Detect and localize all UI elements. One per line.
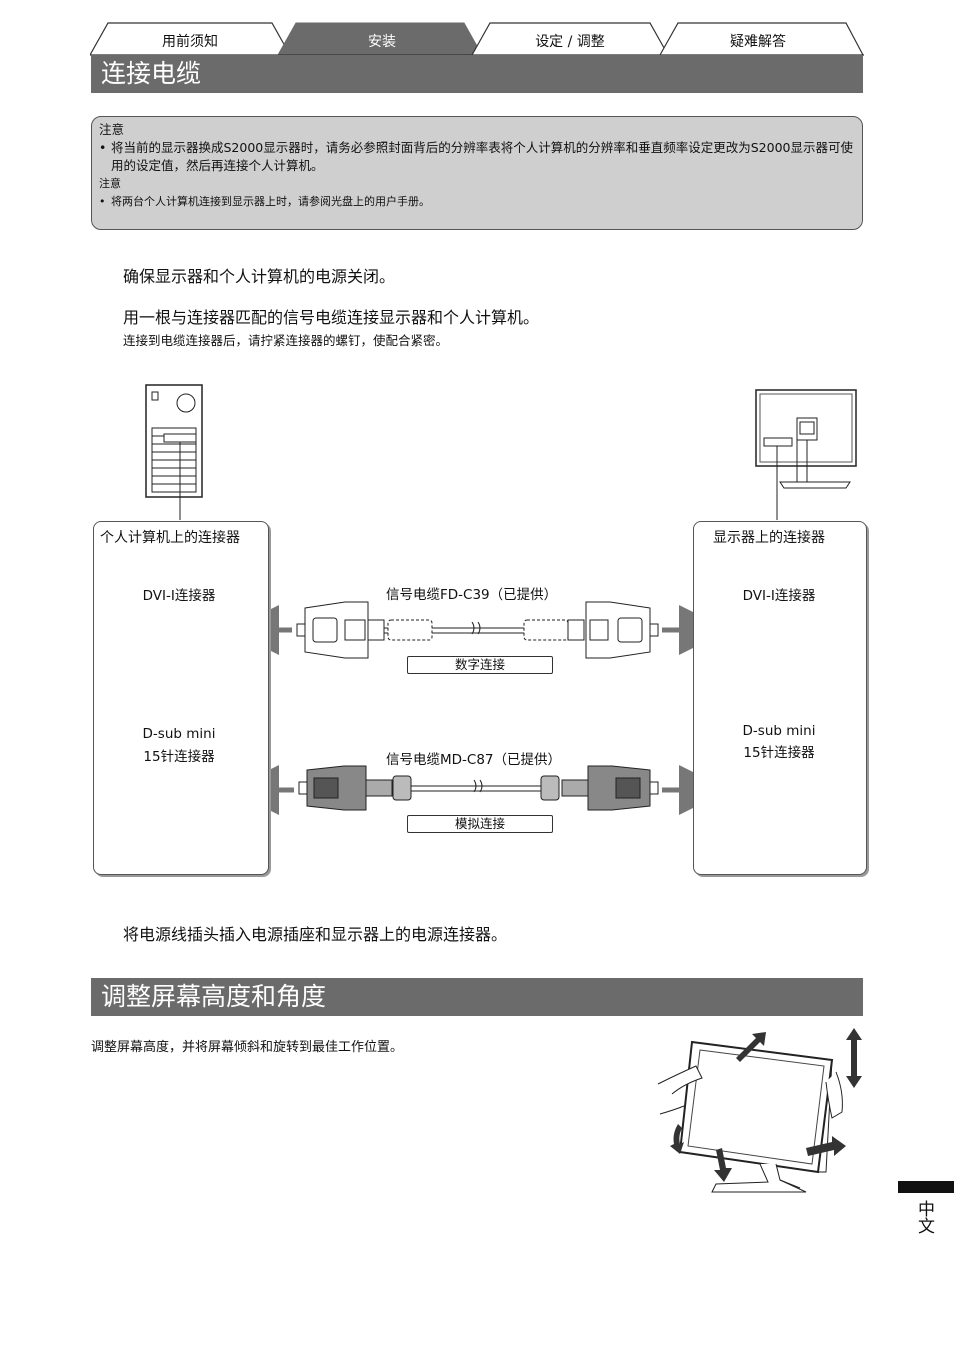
pc-panel-title: 个人计算机上的连接器	[100, 527, 240, 547]
tab-troubleshooting[interactable]: 疑难解答	[730, 34, 786, 50]
adjust-screen-body: 调整屏幕高度，并将屏幕倾斜和旋转到最佳工作位置。	[91, 1040, 404, 1055]
dsub-cable-label: 信号电缆MD-C87（已提供）	[386, 752, 562, 768]
notice-bullet-2: 将两台个人计算机连接到显示器上时，请参阅光盘上的用户手册。	[99, 193, 855, 211]
notice-heading-2: 注意	[99, 177, 121, 190]
monitor-back-illustration	[755, 389, 857, 520]
monitor-dsub-label-line2: 15针连接器	[743, 745, 815, 761]
monitor-adjustment-illustration	[657, 1028, 862, 1193]
notice-box: 注意 将当前的显示器换成S2000显示器时，请务必参照封面背后的分辨率表将个人计…	[91, 116, 863, 230]
pc-tower-illustration	[145, 384, 203, 520]
notice-heading-1: 注意	[99, 122, 125, 137]
tab-bar: 用前须知 安装 设定 / 调整 疑难解答	[89, 22, 864, 56]
monitor-panel-title: 显示器上的连接器	[713, 527, 825, 547]
step-1-text: 确保显示器和个人计算机的电源关闭。	[123, 267, 396, 286]
pc-dvi-label: DVI-I连接器	[142, 588, 216, 604]
pc-dsub-label-line2: 15针连接器	[143, 749, 215, 765]
dvi-cable-illustration	[296, 601, 659, 659]
analog-connection-label: 模拟连接	[407, 815, 553, 833]
tab-settings[interactable]: 设定 / 调整	[535, 34, 605, 50]
dsub-cable-illustration	[298, 765, 659, 811]
language-tab-bar	[898, 1181, 954, 1193]
digital-connection-label: 数字连接	[407, 656, 553, 674]
section-title-adjust-screen: 调整屏幕高度和角度	[91, 978, 863, 1016]
step-3-text: 将电源线插头插入电源插座和显示器上的电源连接器。	[123, 925, 508, 944]
pc-connectors-panel	[93, 521, 269, 875]
monitor-dvi-label: DVI-I连接器	[742, 588, 816, 604]
monitor-dsub-label-line1: D-sub mini	[742, 723, 816, 739]
step-2-note: 连接到电缆连接器后，请拧紧连接器的螺钉，使配合紧密。	[123, 333, 449, 348]
section-title-connect-cables: 连接电缆	[91, 55, 863, 93]
dvi-cable-label: 信号电缆FD-C39（已提供）	[386, 587, 558, 603]
monitor-connectors-panel	[693, 521, 867, 875]
language-tab-label: 中文	[914, 1200, 934, 1234]
step-2-text: 用一根与连接器匹配的信号电缆连接显示器和个人计算机。	[123, 308, 540, 327]
tab-before-use[interactable]: 用前须知	[162, 34, 218, 50]
notice-bullet-1: 将当前的显示器换成S2000显示器时，请务必参照封面背后的分辨率表将个人计算机的…	[99, 139, 855, 175]
tab-installation[interactable]: 安装	[368, 34, 396, 50]
pc-dsub-label-line1: D-sub mini	[142, 726, 216, 742]
